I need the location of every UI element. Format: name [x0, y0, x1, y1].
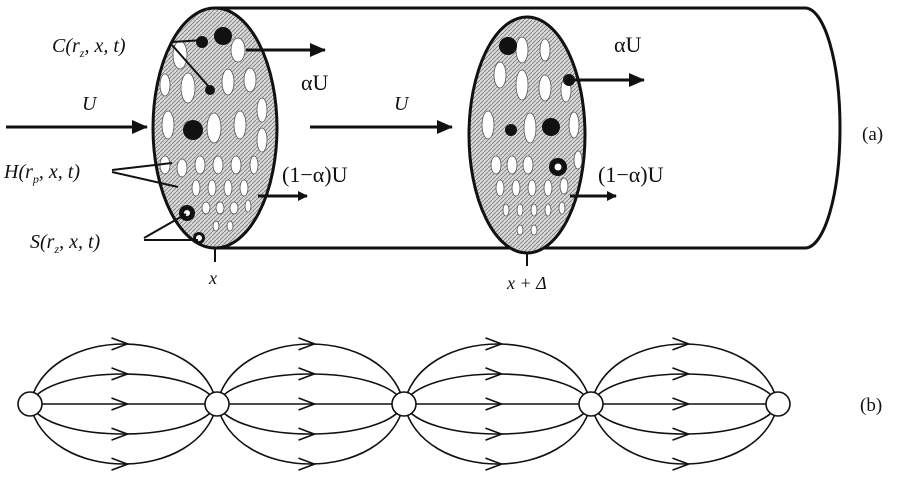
network-edge [403, 343, 592, 405]
edge-arrowhead [485, 367, 504, 381]
edge-arrowhead [485, 427, 504, 441]
edge-arrowhead [111, 427, 130, 441]
network-edge [590, 343, 779, 405]
label-x-delta: x + Δ [506, 273, 547, 293]
network-node [204, 391, 230, 417]
network-edge [403, 403, 592, 435]
label-oneminus-1: (1−α)U [282, 162, 348, 187]
edge-arrowhead [485, 337, 504, 351]
edge-arrowhead [298, 397, 317, 411]
network-node [765, 391, 791, 417]
panel-label-a: (a) [862, 124, 883, 145]
edge-arrowhead [672, 397, 691, 411]
network-edge [403, 373, 592, 405]
network-edge [590, 403, 779, 465]
edge-arrowhead [111, 367, 130, 381]
edge-arrowhead [485, 457, 504, 471]
edge-arrowhead [298, 457, 317, 471]
pores-left [159, 37, 268, 232]
edge-arrowhead [672, 337, 691, 351]
cylinder-body [215, 6, 842, 250]
edge-arrowhead [111, 397, 130, 411]
edge-arrowhead [298, 427, 317, 441]
cross-section-x-delta [467, 15, 587, 266]
network-node [391, 391, 417, 417]
label-c: C(rz, x, t) [52, 35, 126, 60]
flow-arrows [6, 43, 645, 201]
edge-arrowhead [485, 397, 504, 411]
network-edge [216, 403, 405, 465]
cylinder [215, 6, 842, 250]
network-node [578, 391, 604, 417]
label-oneminus-2: (1−α)U [598, 162, 664, 187]
edge-arrowhead [298, 367, 317, 381]
edge-arrowhead [672, 427, 691, 441]
label-alphau-2: αU [614, 32, 642, 57]
label-u-mid: U [394, 93, 410, 115]
network-edge [216, 343, 405, 405]
network-edge [29, 403, 218, 435]
leader-lines [111, 39, 211, 241]
network-edge [29, 343, 218, 405]
edge-arrowhead [111, 337, 130, 351]
network-edge [29, 373, 218, 405]
network-edge [216, 403, 405, 435]
network-graph [17, 337, 791, 471]
network-edge [590, 373, 779, 405]
label-x: x [208, 268, 217, 288]
network-edge [29, 403, 218, 465]
edge-arrowhead [298, 337, 317, 351]
edge-arrowhead [111, 457, 130, 471]
pores-right [481, 36, 583, 236]
label-h: H(rp, x, t) [3, 161, 80, 186]
network-edge [403, 403, 592, 465]
panel-label-b: (b) [860, 395, 882, 416]
network-edge [216, 373, 405, 405]
edge-arrowhead [672, 367, 691, 381]
label-u-left: U [82, 93, 98, 115]
labels-a: C(rz, x, t) H(rp, x, t) S(rz, x, t) U U … [3, 32, 883, 293]
network-edge [590, 403, 779, 435]
label-s: S(rz, x, t) [30, 231, 101, 256]
network-node [17, 391, 43, 417]
cross-section-x [151, 6, 279, 262]
edge-arrowhead [672, 457, 691, 471]
label-alphau-1: αU [301, 70, 329, 95]
